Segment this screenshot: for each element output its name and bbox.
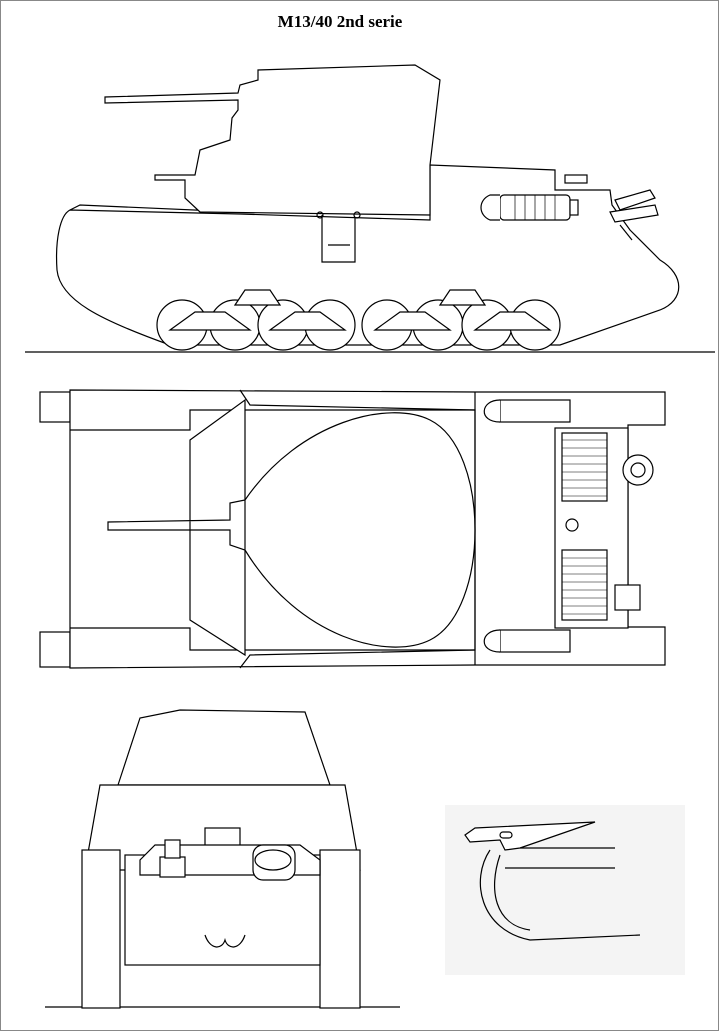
turret-side: [104, 64, 441, 216]
exhaust-muffler: [480, 194, 579, 221]
side-step: [321, 215, 356, 263]
side-view: [25, 64, 715, 353]
tow-hook: [204, 934, 246, 948]
top-view: [39, 389, 666, 669]
turret-front: [117, 709, 331, 786]
rear-fitting: [564, 174, 588, 184]
tow-fitting: [159, 839, 186, 878]
spare-wheel-top: [622, 454, 654, 486]
mufflers-top: [483, 399, 571, 653]
front-view: [45, 709, 400, 1009]
rear-tools: [609, 189, 659, 241]
rear-tool-top: [614, 584, 641, 611]
drawing-title: M13/40 2nd serie: [277, 12, 403, 31]
spare-wheel-front: [252, 844, 296, 881]
track-guard-detail: [445, 805, 685, 975]
road-wheels: [156, 289, 561, 351]
